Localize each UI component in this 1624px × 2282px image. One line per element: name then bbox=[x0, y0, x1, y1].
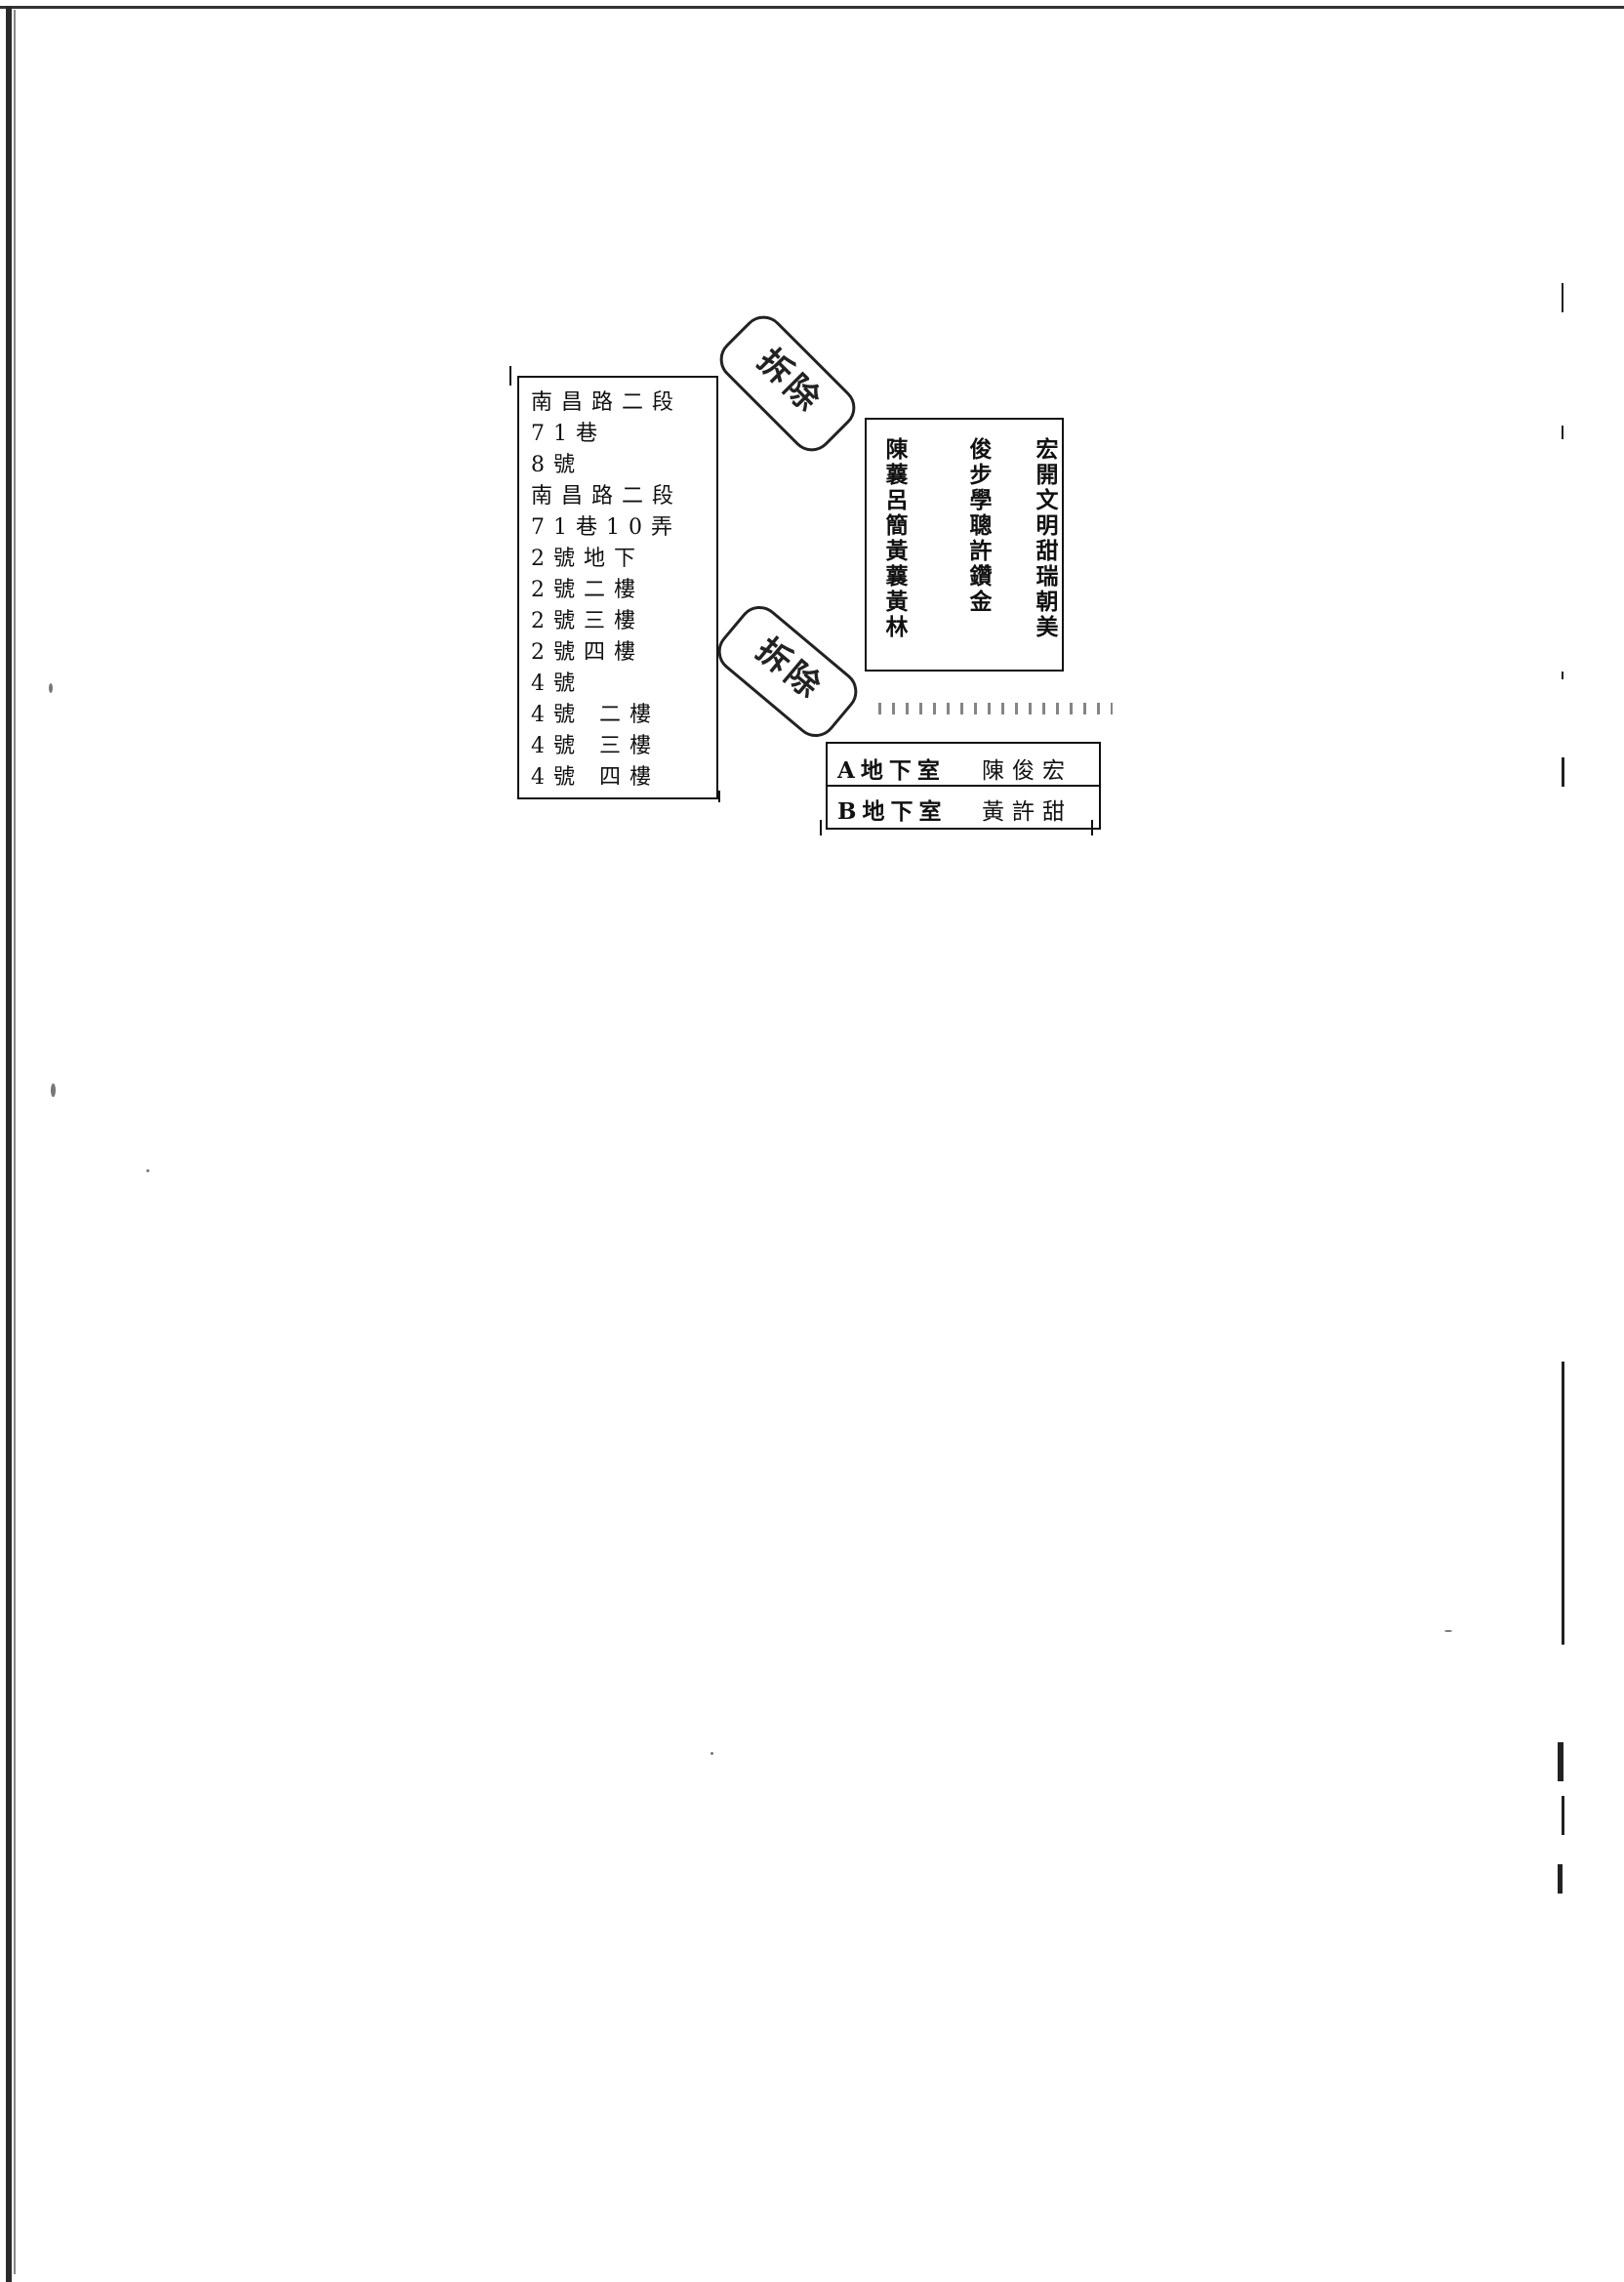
address-row: 4號 bbox=[531, 672, 584, 696]
scan-left-edge-shadow bbox=[14, 10, 16, 2274]
scan-speck bbox=[49, 683, 53, 693]
basement-label: B地下室 bbox=[837, 798, 948, 825]
names-column: 宏開文明甜瑞朝美 bbox=[1032, 437, 1058, 640]
table-corner-tick bbox=[1091, 820, 1093, 835]
table-corner-tick bbox=[509, 366, 511, 386]
basement-table: A地下室 陳俊宏 B地下室 黃許甜 bbox=[826, 742, 1101, 830]
dotted-trail bbox=[878, 703, 1113, 714]
address-row: 2號地下 bbox=[531, 547, 644, 571]
names-column: 陳蘘呂簡黃蘘黃林 bbox=[881, 437, 908, 640]
table-corner-tick bbox=[820, 820, 822, 835]
scan-speck bbox=[146, 1169, 149, 1172]
basement-owner: 黃許甜 bbox=[982, 799, 1073, 825]
margin-mark bbox=[1562, 1362, 1564, 1645]
address-row: 4號 三樓 bbox=[531, 734, 660, 758]
address-table: 南昌路二段 71巷 8號 南昌路二段 71巷10弄 2號地下 2號二樓 2號三樓… bbox=[517, 376, 718, 799]
owner-names-table: 宏開文明甜瑞朝美 俊步學聰許鑽金 陳蘘呂簡黃蘘黃林 bbox=[865, 418, 1064, 672]
demolition-stamp: 拆除 bbox=[710, 306, 865, 461]
address-row: 2號四樓 bbox=[531, 640, 644, 665]
margin-mark bbox=[1562, 1796, 1564, 1835]
margin-mark bbox=[1558, 1742, 1563, 1781]
address-row: 71巷 bbox=[531, 422, 606, 446]
table-divider bbox=[828, 785, 1099, 787]
scan-left-edge bbox=[6, 6, 12, 2282]
scan-speck bbox=[51, 1083, 56, 1097]
address-row: 南昌路二段 bbox=[531, 484, 683, 509]
table-corner-tick bbox=[718, 791, 720, 802]
address-row: 4號 四樓 bbox=[531, 765, 660, 790]
address-row: 2號三樓 bbox=[531, 609, 644, 633]
margin-mark bbox=[1562, 283, 1563, 312]
scan-speck bbox=[1444, 1630, 1452, 1632]
scan-speck bbox=[710, 1752, 713, 1755]
basement-owner: 陳俊宏 bbox=[982, 758, 1073, 784]
scan-top-edge bbox=[0, 6, 1624, 9]
address-row: 8號 bbox=[531, 453, 584, 477]
demolition-stamp: 拆除 bbox=[709, 596, 867, 747]
margin-mark bbox=[1558, 1864, 1563, 1894]
basement-label: A地下室 bbox=[837, 757, 946, 784]
names-column: 俊步學聰許鑽金 bbox=[965, 437, 992, 615]
margin-mark bbox=[1562, 426, 1563, 439]
address-row: 南昌路二段 bbox=[531, 390, 683, 415]
address-row: 71巷10弄 bbox=[531, 515, 681, 540]
margin-mark bbox=[1562, 672, 1563, 679]
margin-mark bbox=[1562, 757, 1564, 787]
address-row: 4號 二樓 bbox=[531, 703, 660, 727]
address-row: 2號二樓 bbox=[531, 578, 644, 602]
